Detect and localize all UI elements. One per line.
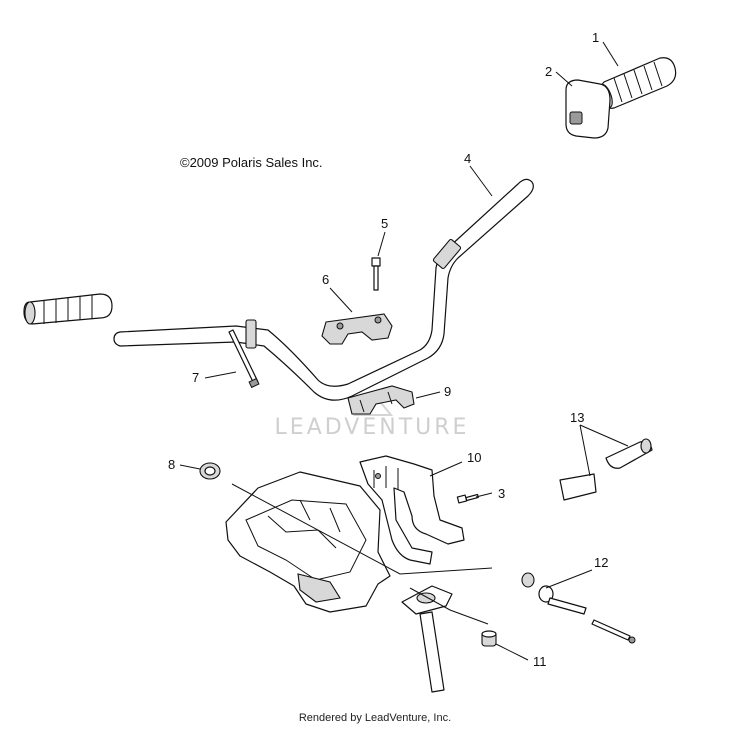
mounting-bracket: [359, 455, 465, 565]
upper-clamp: [321, 313, 393, 345]
leader-lines: [179, 41, 629, 661]
watermark-text: LEADVENTURE: [275, 415, 470, 440]
callout-10: 10: [467, 450, 481, 465]
callouts: 1 2 3 4 5 6 7 8 9 10 11 12 13: [168, 30, 608, 669]
long-bolt: [228, 329, 260, 389]
callout-4: 4: [464, 151, 471, 166]
footer-text: Rendered by LeadVenture, Inc.: [298, 712, 452, 724]
callout-7: 7: [192, 370, 199, 385]
bushing: [481, 630, 497, 647]
lower-clamp: [347, 385, 415, 415]
watermark: LEADVENTURE: [275, 391, 470, 440]
callout-8: 8: [168, 457, 175, 472]
bolt-5: [371, 257, 381, 291]
callout-2: 2: [545, 64, 552, 79]
grip-collar: [565, 79, 611, 139]
handlebar: [113, 178, 534, 401]
callout-6: 6: [322, 272, 329, 287]
steering-column: [231, 483, 493, 693]
callout-3: 3: [498, 486, 505, 501]
callout-1: 1: [592, 30, 599, 45]
callout-5: 5: [381, 216, 388, 231]
grommet: [199, 462, 221, 480]
switch-components: [559, 438, 653, 501]
left-grip: [23, 293, 113, 325]
screw-3: [456, 493, 479, 504]
callout-11: 11: [533, 654, 547, 669]
throttle-cable: [521, 572, 636, 644]
callout-9: 9: [444, 384, 451, 399]
callout-12: 12: [594, 555, 608, 570]
copyright-text: ©2009 Polaris Sales Inc.: [180, 155, 323, 170]
chassis-body: [225, 471, 391, 613]
callout-13: 13: [570, 410, 584, 425]
